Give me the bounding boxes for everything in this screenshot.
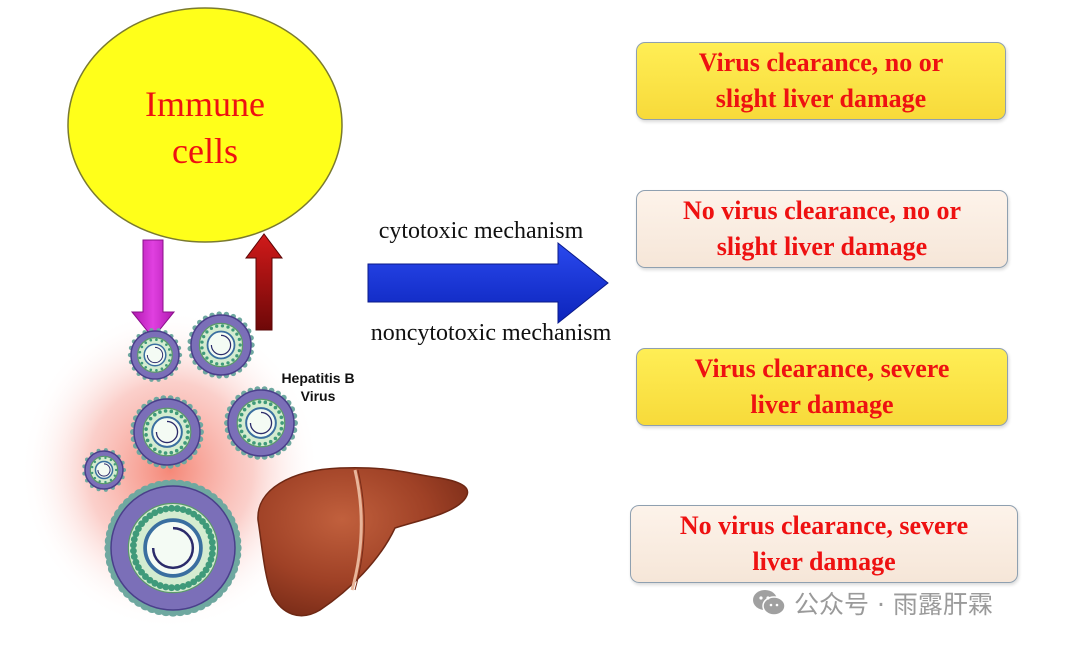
virus-particle (104, 479, 242, 617)
watermark: 公众号 · 雨露肝霖 (752, 585, 993, 621)
virus-particle (187, 311, 255, 379)
virus-particle (224, 386, 298, 460)
virus-particle (130, 395, 204, 469)
cytotoxic-mechanism-label: cytotoxic mechanism (379, 218, 584, 244)
outcome-text-2: No virus clearance, no or slight liver d… (682, 196, 961, 261)
virus-particle (127, 328, 183, 382)
watermark-text: 公众号 · 雨露肝霖 (794, 590, 993, 619)
outcome-box-4: No virus clearance, severe liver damage (630, 505, 1018, 583)
wechat-icon (753, 590, 786, 616)
outcome-box-3: Virus clearance, severe liver damage (636, 348, 1008, 426)
immune-cells-label-line2: cells (172, 131, 238, 171)
up-arrow-icon (245, 233, 283, 331)
liver-illustration (257, 466, 469, 617)
outcome-text-3: Virus clearance, severe liver damage (694, 354, 950, 419)
mechanism-arrow-icon (367, 241, 609, 325)
down-arrow-icon (130, 239, 176, 339)
immune-cell-circle (67, 7, 343, 243)
inflammation-glow (20, 310, 320, 630)
virus-label-line1: Hepatitis B (281, 370, 354, 386)
virus-label-line2: Virus (301, 388, 336, 404)
outcome-box-1: Virus clearance, no or slight liver dama… (636, 42, 1006, 120)
outcome-text-4: No virus clearance, severe liver damage (679, 511, 969, 576)
virus-particle (82, 448, 126, 492)
noncytotoxic-mechanism-label: noncytotoxic mechanism (371, 320, 612, 346)
immune-cells-label-line1: Immune (145, 84, 265, 124)
virus-cluster (82, 311, 298, 617)
outcome-text-1: Virus clearance, no or slight liver dama… (698, 48, 944, 113)
outcome-box-2: No virus clearance, no or slight liver d… (636, 190, 1008, 268)
